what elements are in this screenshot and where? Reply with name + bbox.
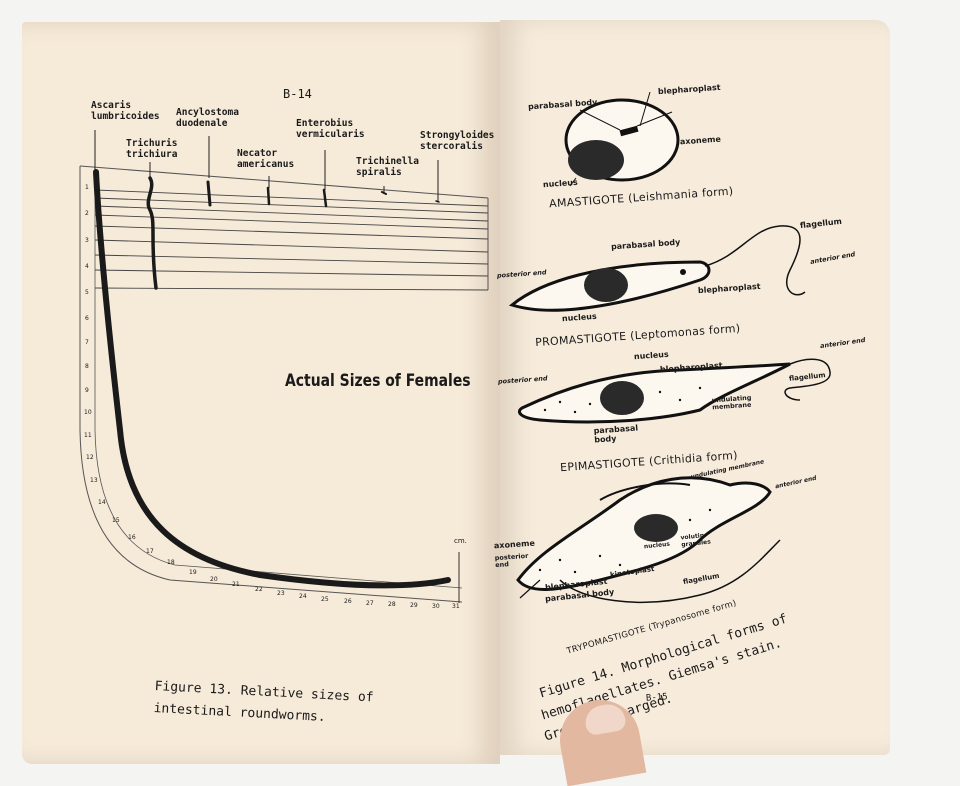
left-page-number: B-14: [283, 87, 312, 101]
roundworm-chart: [79, 130, 489, 603]
ruler-tick: 18: [167, 559, 175, 566]
ruler-tick: 13: [90, 477, 98, 484]
ruler-tick: 1: [85, 184, 89, 191]
hemoflagellate-illustrations: [508, 91, 831, 603]
species-strongyloides: Strongyloides stercoralis: [420, 130, 495, 152]
ruler-tick: 9: [85, 387, 89, 394]
left-page: [22, 22, 500, 764]
ruler-tick: 27: [366, 600, 374, 607]
species-ancylostoma: Ancylostoma duodenale: [176, 107, 239, 129]
ruler-tick: 17: [146, 548, 154, 555]
ruler-tick: 10: [84, 409, 92, 416]
ruler-tick: 28: [388, 601, 396, 608]
ruler-tick: 31: [452, 603, 460, 610]
ruler-tick: 21: [232, 581, 240, 588]
ruler-unit: cm.: [454, 537, 467, 545]
ruler-tick: 14: [98, 499, 106, 506]
ruler-tick: 29: [410, 602, 418, 609]
ruler-tick: 11: [84, 432, 92, 439]
species-trichuris: Trichuris trichiura: [126, 138, 178, 160]
ruler-tick: 16: [128, 534, 136, 541]
label-undulating-membrane: undulating membrane: [711, 393, 752, 412]
ruler-tick: 20: [210, 576, 218, 583]
ruler-tick: 4: [85, 263, 89, 270]
label-posterior-end: posterior end: [494, 551, 529, 570]
ruler-tick: 6: [85, 315, 89, 322]
species-enterobius: Enterobius vermicularis: [296, 118, 365, 140]
chart-title: Actual Sizes of Females: [285, 371, 471, 391]
ruler-tick: 3: [85, 237, 89, 244]
ruler-tick: 15: [112, 517, 120, 524]
species-trichinella: Trichinella spiralis: [356, 156, 419, 178]
species-ascaris: Ascaris lumbricoides: [91, 100, 160, 122]
ruler-tick: 24: [299, 593, 307, 600]
ruler-tick: 23: [277, 590, 285, 597]
ruler-tick: 26: [344, 598, 352, 605]
ruler-tick: 22: [255, 586, 263, 593]
ruler-tick: 2: [85, 210, 89, 217]
right-page-number: B-15: [645, 692, 669, 704]
label-parabasal-body: parabasal body: [593, 423, 639, 445]
ruler-tick: 19: [189, 569, 197, 576]
ruler-tick: 7: [85, 339, 89, 346]
ruler-tick: 5: [85, 289, 89, 296]
species-necator: Necator americanus: [237, 148, 295, 170]
ruler-tick: 12: [86, 454, 94, 461]
ruler-tick: 25: [321, 596, 329, 603]
ruler-tick: 30: [432, 603, 440, 610]
open-book-photo: B-14 Ascaris lumbricoides Trichuris tric…: [22, 20, 890, 786]
ruler-tick: 8: [85, 363, 89, 370]
